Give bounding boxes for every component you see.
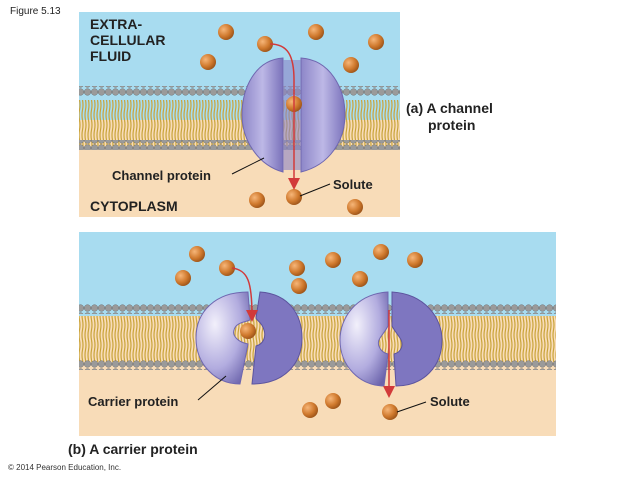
extracellular-label-line-1: EXTRA-	[90, 16, 143, 32]
channel-protein-label: Channel protein	[112, 168, 211, 183]
extracellular-label-line-2: CELLULAR	[90, 32, 166, 48]
lipid-bilayer-b	[79, 304, 556, 370]
panel-a	[79, 12, 400, 217]
figure-number: Figure 5.13	[10, 6, 61, 17]
solute-leader-a	[299, 183, 331, 197]
caption-b: (b) A carrier protein	[68, 441, 198, 457]
channel-protein-shape	[241, 57, 346, 173]
extracellular-fluid-label: EXTRA- CELLULAR FLUID	[90, 16, 165, 64]
solute-particles-a	[200, 24, 384, 215]
transport-arrow-a	[269, 43, 300, 190]
channel-protein-leader	[231, 157, 265, 175]
caption-a-line-1: (a) A channel	[406, 100, 493, 116]
transport-arrow-b-enter	[231, 267, 258, 322]
extracellular-label-line-3: FLUID	[90, 48, 132, 64]
extracellular-region-b	[79, 232, 556, 316]
solute-label-a: Solute	[333, 177, 373, 192]
copyright-notice: © 2014 Pearson Education, Inc.	[8, 463, 122, 472]
cytoplasm-label: CYTOPLASM	[90, 198, 178, 214]
solute-leader-b	[396, 401, 427, 413]
carrier-protein-open-outside	[195, 291, 303, 385]
caption-a: (a) A channel protein	[406, 100, 493, 134]
caption-a-line-2: protein	[428, 117, 476, 133]
panel-b	[79, 232, 556, 436]
solute-label-b: Solute	[430, 394, 470, 409]
carrier-protein-label: Carrier protein	[88, 394, 179, 409]
solute-particles-b	[175, 244, 423, 420]
carrier-protein-open-inside	[339, 291, 443, 387]
lipid-bilayer-a	[79, 86, 400, 150]
carrier-protein-leader	[197, 375, 227, 401]
